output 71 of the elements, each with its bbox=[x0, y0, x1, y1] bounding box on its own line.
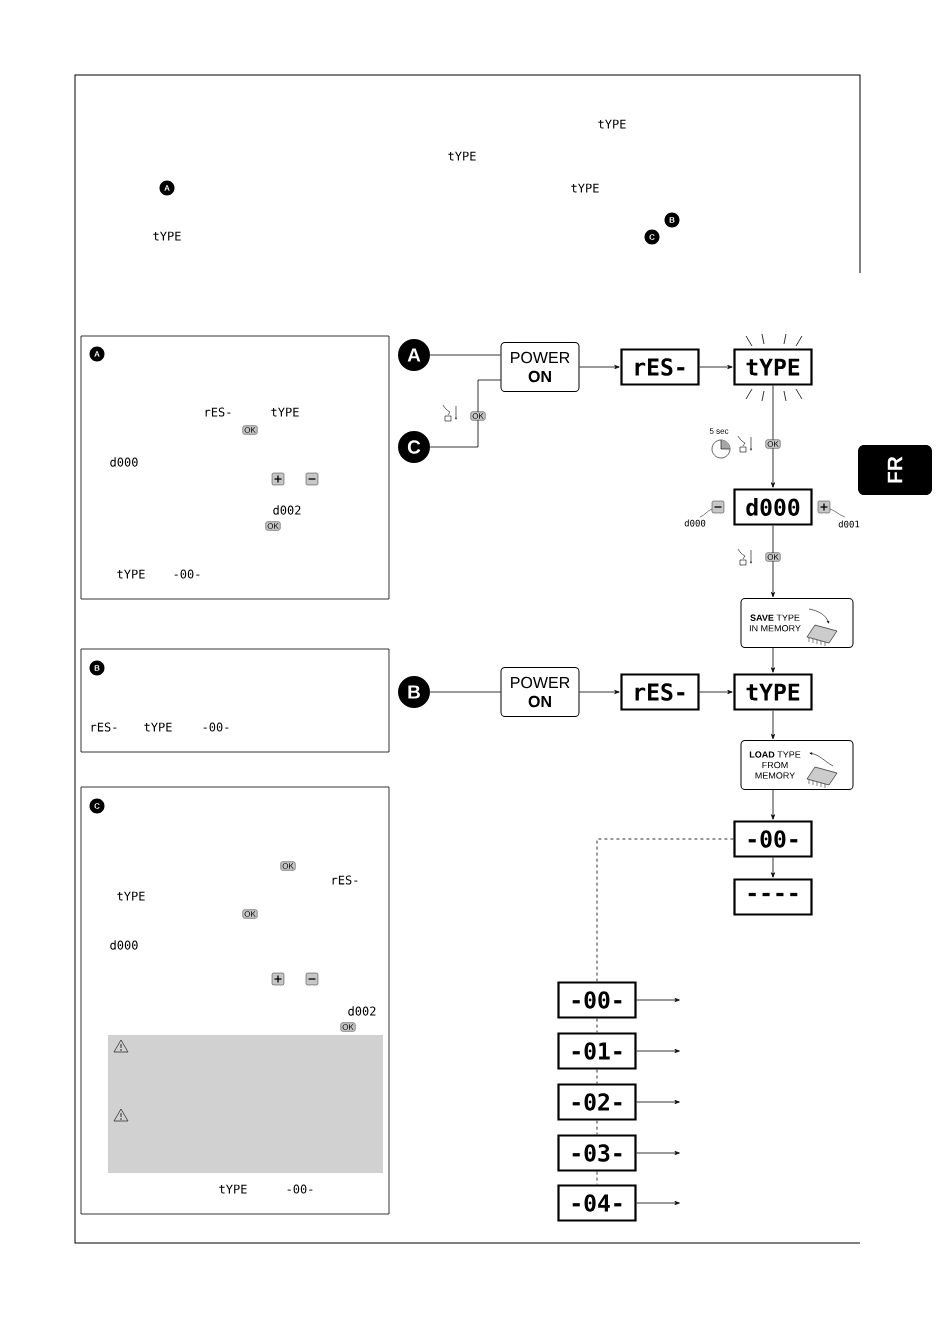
display-code: -00- bbox=[203, 722, 229, 732]
display-screen: -03- bbox=[557, 1134, 637, 1172]
step-badge: C bbox=[398, 431, 430, 463]
display-code: -00- bbox=[174, 569, 200, 579]
display-code: tYPE bbox=[153, 231, 181, 241]
arrow bbox=[579, 690, 620, 694]
display-code: d002 bbox=[273, 505, 301, 515]
ok-button: OK bbox=[765, 552, 781, 562]
display-screen: rES- bbox=[620, 673, 700, 711]
memory-box: LOAD TYPE FROM MEMORY bbox=[740, 740, 854, 790]
step-badge: C bbox=[644, 229, 660, 245]
display-code: d000 bbox=[110, 457, 138, 467]
arrow bbox=[771, 857, 775, 878]
step-badge: B bbox=[664, 212, 680, 228]
ok-button: OK bbox=[242, 425, 258, 435]
time-label: 5 sec bbox=[709, 428, 729, 434]
arrow bbox=[636, 1049, 680, 1053]
display-code: tYPE bbox=[271, 407, 299, 417]
step-badge: B bbox=[89, 660, 105, 676]
step-badge: C bbox=[89, 798, 105, 814]
display-code: tYPE bbox=[219, 1184, 247, 1194]
ok-button: OK bbox=[470, 411, 486, 421]
display-code: -00- bbox=[287, 1184, 313, 1194]
arrow bbox=[636, 1100, 680, 1104]
step-badge: B bbox=[398, 676, 430, 708]
power-on-box: POWER ON bbox=[500, 667, 580, 717]
display-code: rES- bbox=[332, 875, 358, 885]
ok-button: OK bbox=[280, 861, 296, 871]
display-code: rES- bbox=[205, 407, 231, 417]
display-screen: -00- bbox=[733, 820, 813, 858]
arrow bbox=[699, 690, 733, 694]
arrow bbox=[636, 998, 680, 1002]
display-code: rES- bbox=[91, 722, 117, 732]
display-screen: tYPE bbox=[733, 673, 813, 711]
power-on-box: POWER ON bbox=[500, 342, 580, 392]
display-code: tYPE bbox=[598, 119, 626, 129]
memory-box: SAVE TYPE IN MEMORY bbox=[740, 598, 854, 648]
step-badge: A bbox=[398, 339, 430, 371]
display-screen: rES- bbox=[620, 348, 700, 386]
arrow bbox=[771, 385, 775, 488]
display-screen: -01- bbox=[557, 1032, 637, 1070]
arrow bbox=[771, 710, 775, 740]
display-code: d002 bbox=[348, 1006, 376, 1016]
step-badge: A bbox=[159, 180, 175, 196]
display-screen: -00- bbox=[557, 981, 637, 1019]
ok-button: OK bbox=[765, 439, 781, 449]
step-badge: A bbox=[89, 346, 105, 362]
display-screen: tYPE bbox=[733, 348, 813, 386]
ok-button: OK bbox=[340, 1022, 356, 1032]
display-code: tYPE bbox=[448, 151, 476, 161]
arrow bbox=[771, 525, 775, 598]
display-screen: ---- bbox=[733, 878, 813, 916]
display-screen: -04- bbox=[557, 1184, 637, 1222]
display-code: tYPE bbox=[144, 722, 172, 732]
display-screen: -02- bbox=[557, 1083, 637, 1121]
display-code: tYPE bbox=[117, 569, 145, 579]
display-screen: d000 bbox=[733, 488, 813, 526]
ok-button: OK bbox=[242, 909, 258, 919]
display-code: d000 bbox=[110, 940, 138, 950]
arrow bbox=[579, 365, 620, 369]
arrow bbox=[771, 789, 775, 820]
ok-button: OK bbox=[265, 521, 281, 531]
arrow bbox=[699, 365, 733, 369]
beside-code: d001 bbox=[838, 520, 860, 528]
display-code: tYPE bbox=[117, 891, 145, 901]
language-tab: FR bbox=[858, 445, 932, 495]
beside-code: d000 bbox=[684, 519, 706, 527]
arrow bbox=[636, 1151, 680, 1155]
arrow bbox=[636, 1201, 680, 1205]
arrow bbox=[771, 647, 775, 673]
display-code: tYPE bbox=[571, 183, 599, 193]
